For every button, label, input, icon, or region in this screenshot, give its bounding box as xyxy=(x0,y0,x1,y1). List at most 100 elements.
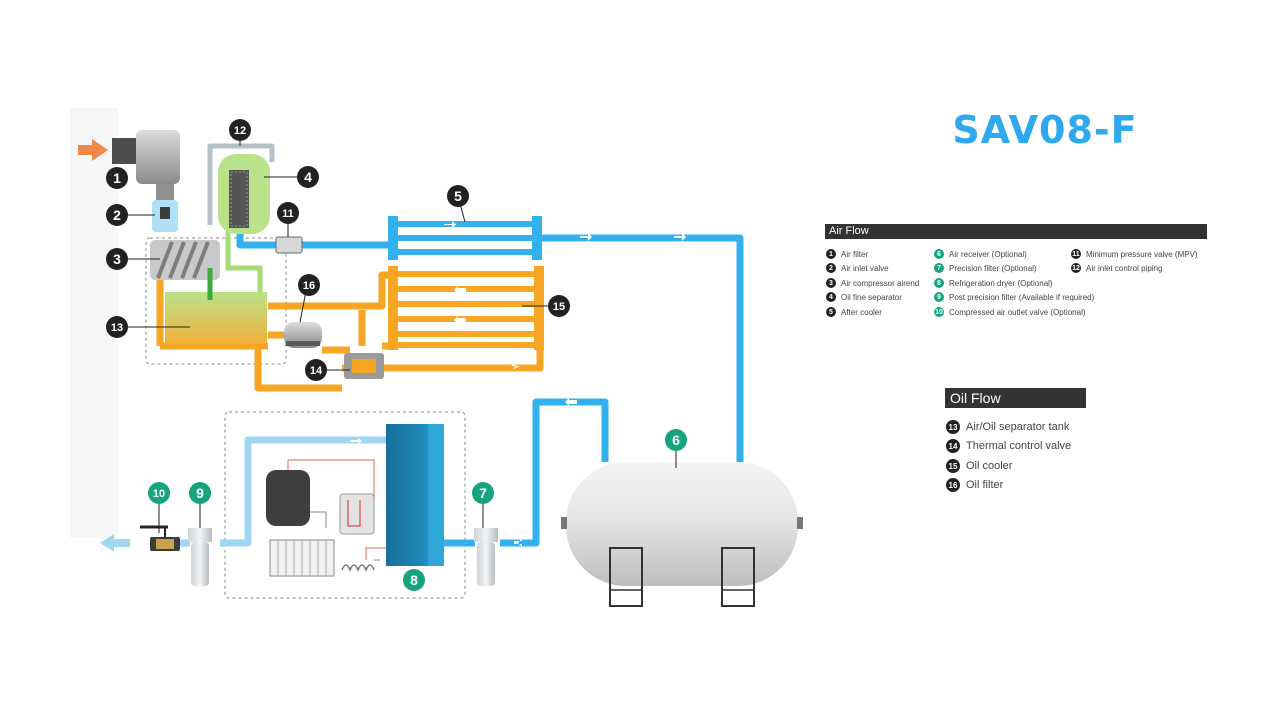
air-pipe-dryer-return xyxy=(220,436,386,547)
oil-legend-item: 15 Oil cooler xyxy=(946,458,1012,474)
after-cooler xyxy=(388,216,542,260)
callout-13: 13 xyxy=(106,316,128,338)
air-oil-separator-tank xyxy=(165,292,267,344)
air-inlet-valve-core xyxy=(160,207,170,219)
svg-text:9: 9 xyxy=(196,485,204,501)
callout-6: 6 xyxy=(665,429,687,451)
post-precision-filter xyxy=(188,528,212,586)
air-legend-item: 4 Oil fine separator xyxy=(826,291,902,303)
legend-badge: 3 xyxy=(826,278,836,288)
legend-badge: 8 xyxy=(934,278,944,288)
callout-2: 2 xyxy=(106,204,128,226)
air-legend-item: 3 Air compressor airend xyxy=(826,277,919,289)
svg-text:13: 13 xyxy=(111,322,123,334)
oil-legend-item: 14 Thermal control valve xyxy=(946,438,1071,454)
legend-label: Air inlet valve xyxy=(841,263,889,273)
svg-text:7: 7 xyxy=(479,485,487,501)
air-pipe-receiver-out xyxy=(500,398,609,547)
svg-text:4: 4 xyxy=(304,169,312,185)
svg-text:12: 12 xyxy=(234,125,246,137)
legend-badge: 2 xyxy=(826,263,836,273)
legend-badge: 11 xyxy=(1071,249,1081,259)
oil-pipe-filter xyxy=(268,331,350,354)
air-legend-item: 5 After cooler xyxy=(826,306,882,318)
outlet-valve xyxy=(140,525,180,551)
callout-10: 10 xyxy=(148,482,170,504)
legend-badge: 14 xyxy=(946,439,960,453)
svg-text:8: 8 xyxy=(410,572,418,588)
callout-badges: 1 2 3 4 5 6 7 8 9 10 11 12 13 14 15 16 xyxy=(106,119,687,591)
minimum-pressure-valve xyxy=(275,236,303,254)
legend-label: After cooler xyxy=(841,307,882,317)
callout-1: 1 xyxy=(106,167,128,189)
legend-label: Minimum pressure valve (MPV) xyxy=(1086,249,1198,259)
flow-arrows xyxy=(350,221,686,547)
dryer-enclosure xyxy=(224,411,466,599)
callout-3: 3 xyxy=(106,248,128,270)
legend-badge: 1 xyxy=(826,249,836,259)
oil-filter-band xyxy=(286,341,320,346)
legend-label: Oil cooler xyxy=(966,460,1013,472)
svg-text:15: 15 xyxy=(553,301,565,313)
air-legend-item: 12 Air inlet control piping xyxy=(1071,262,1162,274)
svg-text:2: 2 xyxy=(113,207,121,223)
legend-label: Air inlet control piping xyxy=(1086,263,1163,273)
airend-screw-lines xyxy=(156,241,210,279)
svg-text:14: 14 xyxy=(310,365,323,377)
separator-link-pipe xyxy=(225,225,263,292)
legend-badge: 5 xyxy=(826,307,836,317)
svg-text:3: 3 xyxy=(113,251,121,267)
legend-badge: 15 xyxy=(946,459,960,473)
callout-11: 11 xyxy=(277,202,299,224)
legend-badge: 16 xyxy=(946,478,960,492)
legend-label: Thermal control valve xyxy=(966,440,1072,452)
callout-7: 7 xyxy=(472,482,494,504)
oil-cooler xyxy=(388,266,544,350)
air-legend-item: 11 Minimum pressure valve (MPV) xyxy=(1071,248,1198,260)
svg-text:5: 5 xyxy=(454,188,462,204)
air-legend-item: 1 Air filter xyxy=(826,248,868,260)
callout-9: 9 xyxy=(189,482,211,504)
thermal-valve-core xyxy=(352,359,376,373)
compressor-enclosure xyxy=(145,237,287,365)
oil-fine-separator-mesh xyxy=(230,171,248,227)
legend-label: Oil fine separator xyxy=(841,292,902,302)
inlet-arrow-icon xyxy=(78,139,108,161)
legend-label: Precision filter (Optional) xyxy=(949,263,1037,273)
legend-label: Refrigeration dryer (Optional) xyxy=(949,278,1053,288)
model-title: SAV08-F xyxy=(952,108,1138,152)
oil-pipe-bypass xyxy=(254,346,544,392)
air-legend-item: 9 Post precision filter (Available if req… xyxy=(934,291,1094,303)
air-legend-item: 2 Air inlet valve xyxy=(826,262,889,274)
callout-15: 15 xyxy=(548,295,570,317)
legend-badge: 9 xyxy=(934,292,944,302)
legend-label: Air filter xyxy=(841,249,869,259)
air-pipe-to-receiver xyxy=(540,234,744,462)
svg-text:6: 6 xyxy=(672,432,680,448)
svg-text:16: 16 xyxy=(303,280,315,292)
legend-label: Compressed air outlet valve (Optional) xyxy=(949,307,1086,317)
callout-16: 16 xyxy=(298,274,320,296)
air-pipe-mpv xyxy=(236,230,276,249)
callout-12: 12 xyxy=(229,119,251,141)
legend-badge: 12 xyxy=(1071,263,1081,273)
legend-label: Air/Oil separator tank xyxy=(966,421,1070,433)
callout-4: 4 xyxy=(297,166,319,188)
legend-label: Air compressor airend xyxy=(841,278,920,288)
air-filter-neck xyxy=(156,184,174,200)
callout-8: 8 xyxy=(403,569,425,591)
legend-label: Post precision filter (Available if requ… xyxy=(949,292,1095,302)
oil-fine-separator-element xyxy=(229,170,249,228)
legend-badge: 4 xyxy=(826,292,836,302)
air-legend-item: 8 Refrigeration dryer (Optional) xyxy=(934,277,1053,289)
air-filter xyxy=(136,130,180,184)
air-pipe-control-line xyxy=(207,143,275,225)
precision-filter xyxy=(474,528,498,586)
svg-text:10: 10 xyxy=(153,488,165,500)
legend-label: Oil filter xyxy=(966,479,1004,491)
svg-text:11: 11 xyxy=(282,208,294,220)
